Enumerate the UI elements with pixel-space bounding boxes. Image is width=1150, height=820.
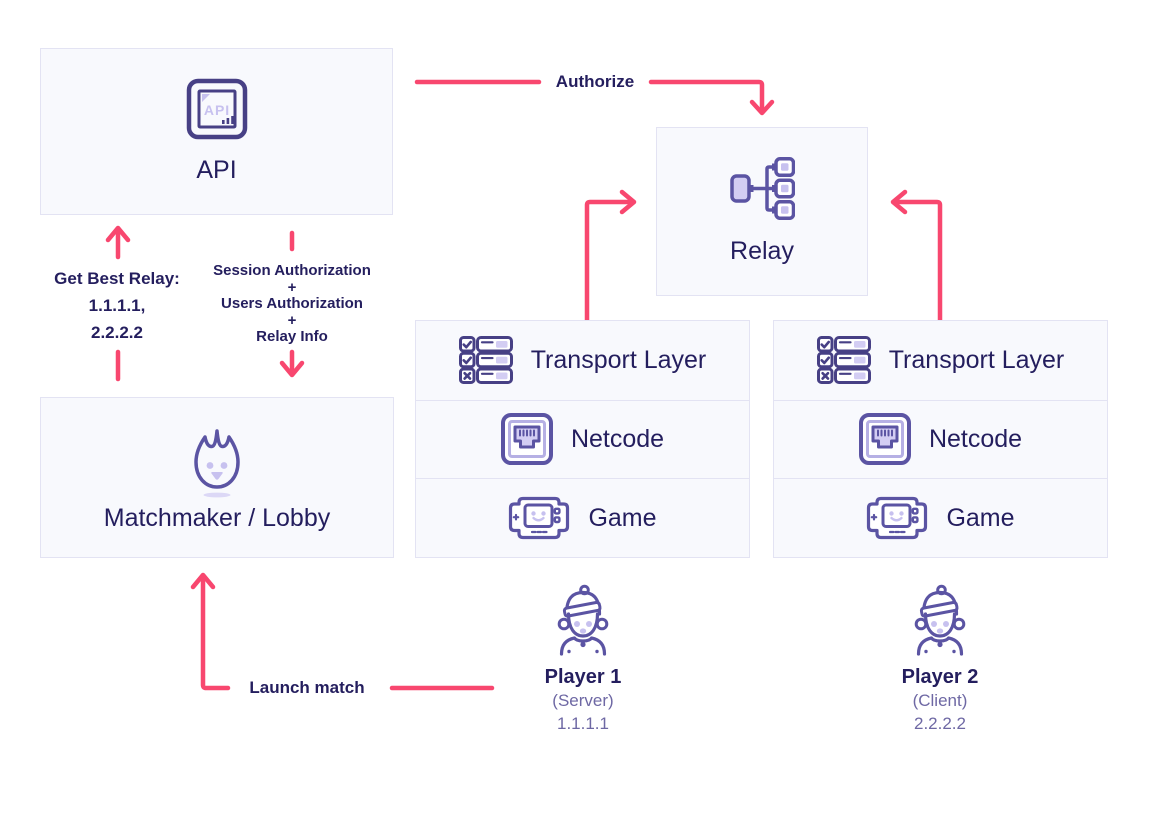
authorize-label: Authorize [555,72,635,91]
ethernet-port-icon [858,413,911,466]
player1-card: Player 1 (Server) 1.1.1.1 [483,584,683,735]
relay-node-label: Relay [730,237,794,265]
checklist-icon [816,336,871,385]
arrow-head [619,189,637,215]
checklist-icon [458,336,513,385]
player2-to-relay-arrow [890,189,943,323]
stack-row-transport: Transport Layer [774,321,1107,400]
gamepad-icon [509,497,570,540]
session-authorization-label: Session Authorization + Users Authorizat… [187,262,397,346]
matchmaker-node: Matchmaker / Lobby [40,397,394,558]
label-line: Users Authorization [221,295,363,312]
arrow-head [749,99,775,116]
arrow-head [890,189,908,215]
player-address: 2.2.2.2 [914,714,966,733]
api-icon: API [186,78,247,140]
label-line: Get Best Relay: [54,269,180,288]
arrow-line [584,199,633,323]
player2-stack: Transport Layer Netcode [773,320,1108,558]
stack-row-netcode: Netcode [774,399,1107,479]
api-node-label: API [196,156,237,184]
arrow-head [190,572,216,590]
flame-icon [194,429,240,498]
label-line: Session Authorization [213,262,371,279]
player-address: 1.1.1.1 [557,714,609,733]
stack-row-label: Netcode [928,424,1023,453]
api-icon-text: API [203,102,229,118]
arrow-line [200,575,231,691]
player-avatar-icon [914,584,966,656]
stack-row-label: Game [588,503,657,532]
label-line: 1.1.1.1, [88,296,146,315]
label-line: Relay Info [256,328,328,345]
player-name: Player 2 [901,666,979,688]
player-role: (Server) [552,691,614,710]
player-name: Player 1 [544,666,622,688]
arrow-line [894,199,943,323]
player1-to-relay-arrow [584,189,637,323]
stack-row-label: Game [946,503,1015,532]
arrow-line [648,79,765,113]
label-line: + [287,278,297,296]
stack-row-label: Netcode [570,424,665,453]
gamepad-icon [867,497,928,540]
launch-match-label: Launch match [249,678,365,697]
label-line: 2.2.2.2 [91,323,143,342]
stack-row-game: Game [774,478,1107,557]
relay-icon [730,157,795,220]
player-avatar-icon [557,584,609,656]
stack-row-transport: Transport Layer [416,321,749,400]
stack-row-netcode: Netcode [416,399,749,479]
player1-stack: Transport Layer Netcode [415,320,750,558]
arrow-head [279,360,305,378]
label-line: + [287,311,297,329]
matchmaker-node-label: Matchmaker / Lobby [103,504,331,532]
stack-row-label: Transport Layer [888,345,1065,374]
stack-row-game: Game [416,478,749,557]
launch-match-arrow [190,572,495,691]
relay-node: Relay [656,127,868,296]
api-node: API API [40,48,393,215]
arrow-head [105,225,131,243]
ethernet-port-icon [500,413,553,466]
player-role: (Client) [912,691,968,710]
player2-card: Player 2 (Client) 2.2.2.2 [840,584,1040,735]
stack-row-label: Transport Layer [530,345,707,374]
get-best-relay-label: Get Best Relay: 1.1.1.1, 2.2.2.2 [27,265,207,346]
